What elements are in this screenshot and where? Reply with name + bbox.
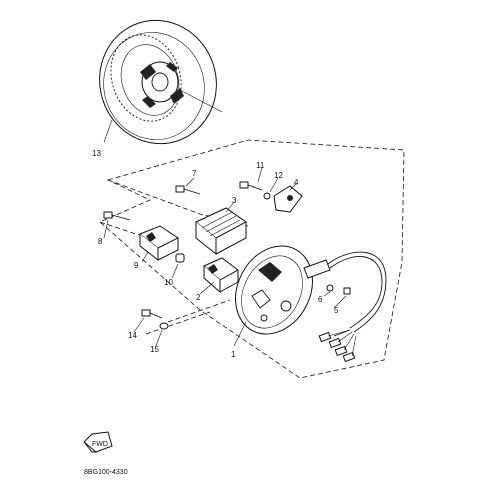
front-direction-badge: FWD [83, 431, 113, 453]
flywheel-rotor [99, 19, 217, 145]
callout-11: 11 [256, 161, 265, 170]
stator-plate [235, 245, 331, 335]
callout-7: 7 [192, 169, 197, 178]
callout-6: 6 [318, 295, 323, 304]
wire-harness [318, 251, 387, 363]
callout-1: 1 [231, 350, 236, 359]
screw-14 [141, 309, 163, 319]
screw-5 [343, 287, 351, 295]
document-code: 8BG100-4330 [84, 469, 128, 476]
leader-lines [103, 167, 347, 347]
bolt-7 [175, 185, 201, 195]
callout-12: 12 [274, 171, 283, 180]
charge-coil [139, 225, 179, 262]
bolt-11 [239, 181, 263, 191]
callout-3: 3 [232, 196, 237, 205]
callout-labels: 1 2 3 4 5 6 7 8 9 10 11 12 13 14 15 [92, 149, 339, 359]
connector-bundle [318, 329, 357, 363]
callout-2: 2 [196, 293, 201, 302]
washer-15 [159, 322, 169, 330]
callout-9: 9 [134, 261, 139, 270]
leader-13 [103, 119, 113, 143]
callout-15: 15 [150, 345, 159, 354]
source-coil [203, 257, 239, 294]
bolt-8 [103, 211, 131, 221]
callout-4: 4 [294, 178, 299, 187]
pickup-coil [195, 207, 247, 256]
callout-14: 14 [128, 331, 137, 340]
callout-5: 5 [334, 306, 339, 315]
holder-bracket [273, 185, 303, 213]
washer-12 [263, 192, 271, 200]
callout-13: 13 [92, 149, 101, 158]
callout-8: 8 [98, 237, 103, 246]
callout-10: 10 [164, 278, 173, 287]
fwd-text: FWD [92, 441, 108, 448]
spacer-10 [175, 253, 185, 263]
leader-13b [179, 89, 223, 113]
grommet-6 [326, 284, 334, 292]
